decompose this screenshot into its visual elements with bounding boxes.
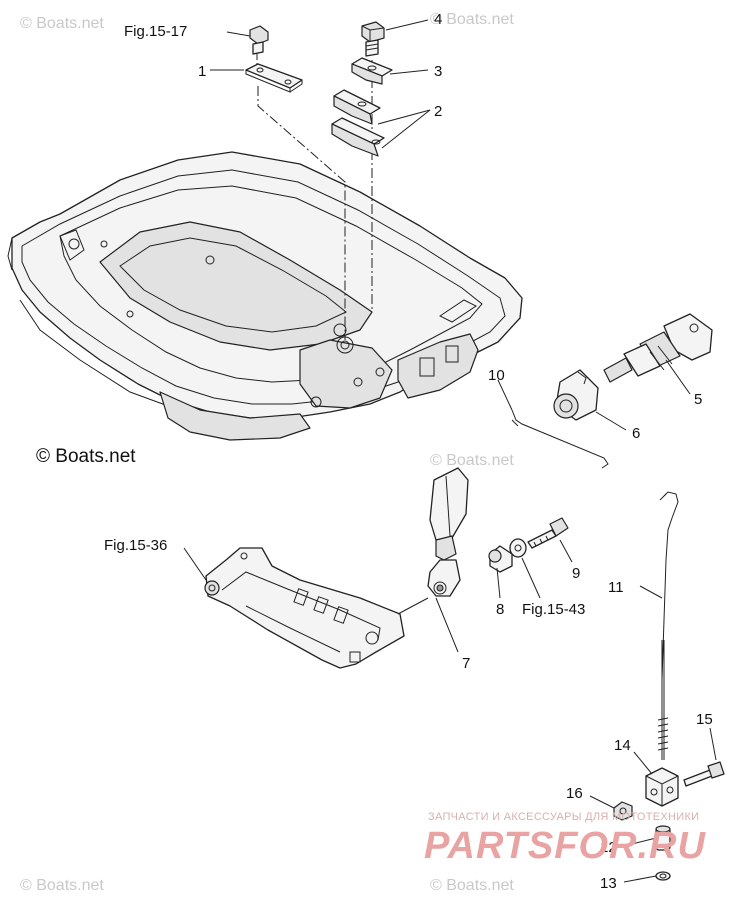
callout-9: 9 <box>572 565 580 582</box>
part-11-rod <box>657 491 679 760</box>
brand-logo: PARTSFOR.RU <box>424 825 706 867</box>
copyright-boats: © Boats.net <box>36 446 136 467</box>
callout-15: 15 <box>696 711 713 728</box>
leader-lines <box>183 19 717 883</box>
callout-10: 10 <box>488 367 505 384</box>
callout-4: 4 <box>434 11 442 28</box>
callout-13: 13 <box>600 875 617 892</box>
part-12-spacer <box>655 825 671 851</box>
part-14-block <box>645 767 679 807</box>
fig-ref-15-36: Fig.15-36 <box>104 537 167 554</box>
part-16-nut <box>613 801 633 821</box>
part-6-knob <box>553 369 599 421</box>
watermark-boats-middle: © Boats.net <box>430 452 514 469</box>
callout-12: 12 <box>600 839 617 856</box>
callout-11: 11 <box>608 579 624 596</box>
callout-16: 16 <box>566 785 583 802</box>
part-7-lever <box>427 467 469 597</box>
part-3-clip <box>351 57 393 85</box>
part-13-washer <box>655 871 671 881</box>
fig-15-17-bolt <box>249 25 269 55</box>
assembly-line-1 <box>257 86 346 340</box>
part-10-rod <box>511 409 609 469</box>
part-2-clips <box>331 89 385 157</box>
fig-15-36-bracket <box>204 547 405 669</box>
fig-ref-15-43: Fig.15-43 <box>522 601 585 618</box>
callout-7: 7 <box>462 655 470 672</box>
watermark-boats-top-right: © Boats.net <box>430 11 514 28</box>
callout-3: 3 <box>434 63 442 80</box>
fig-15-43-washer <box>509 538 527 558</box>
part-8-collar <box>488 545 513 573</box>
part-5-switch <box>603 313 713 383</box>
part-4-bolt <box>361 21 385 57</box>
callout-8: 8 <box>496 601 504 618</box>
callout-6: 6 <box>632 425 640 442</box>
watermark-boats-top-left: © Boats.net <box>20 15 104 32</box>
watermark-boats-bottom-left: © Boats.net <box>20 877 104 894</box>
watermark-boats-bottom-right: © Boats.net <box>430 877 514 894</box>
part-9-bolt <box>527 517 569 549</box>
fig-ref-15-17: Fig.15-17 <box>124 23 187 40</box>
callout-2: 2 <box>434 103 442 120</box>
brand-tagline: ЗАПЧАСТИ И АКСЕССУАРЫ ДЛЯ МОТОТЕХНИКИ <box>428 811 699 823</box>
callout-1: 1 <box>198 63 206 80</box>
bottom-cowling <box>7 151 523 441</box>
part-1-plate <box>245 63 303 93</box>
callout-5: 5 <box>694 391 702 408</box>
callout-14: 14 <box>614 737 631 754</box>
part-15-screw <box>683 761 725 787</box>
